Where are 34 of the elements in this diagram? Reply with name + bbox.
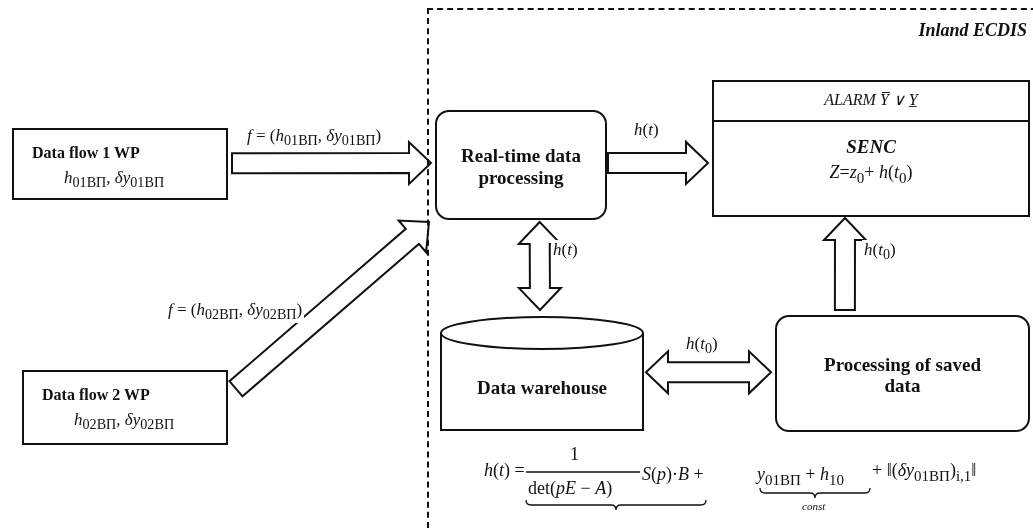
- edge-label: h(t): [632, 120, 661, 140]
- display-formula: Z=z$_{0}$+ h(t$_{0}$): [828, 162, 914, 187]
- underbrace-label: const: [802, 500, 826, 512]
- formula-denominator: det(pE − A): [528, 478, 613, 499]
- process-label: Real-time data processing: [460, 145, 582, 189]
- source-box: [22, 370, 228, 445]
- display-box: [712, 80, 1030, 217]
- block-arrow: [821, 216, 869, 311]
- display-title: SENC: [845, 136, 897, 158]
- alarm-label: ALARM Y̅ ∨ Y̲: [822, 91, 920, 110]
- edge-label: h(t): [551, 240, 580, 260]
- block-arrow: [228, 219, 431, 398]
- box-title: Data flow 1 WP: [32, 144, 140, 163]
- database-label: Data warehouse: [476, 377, 608, 399]
- process-box: [435, 110, 607, 220]
- formula-text: + ‖(δy$_{01ВП}$)$_{i,1}$‖: [872, 460, 977, 485]
- box-variables: h$_{02ВП}$, δy$_{02ВП}$: [74, 410, 175, 433]
- dashed-boundary: [427, 8, 1033, 528]
- database-cylinder: [439, 315, 645, 432]
- formula-numerator: 1: [570, 444, 579, 465]
- block-arrow: [231, 139, 433, 187]
- block-arrow: [607, 139, 710, 187]
- box-variables: h$_{01ВП}$, δy$_{01ВП}$: [64, 168, 165, 191]
- process-box: [775, 315, 1030, 432]
- process-label: Processing of saved data: [823, 353, 982, 398]
- source-box: [12, 128, 228, 200]
- boundary-title: Inland ECDIS: [918, 20, 1027, 41]
- formula-text: S(p)·B +: [642, 464, 704, 485]
- edge-label: f = (h$_{02ВП}$, δy$_{02ВП}$): [166, 300, 305, 324]
- box-title: Data flow 2 WP: [42, 386, 150, 405]
- block-arrow: [516, 220, 564, 312]
- block-arrow: [644, 349, 773, 396]
- formula-text: y$_{01ВП}$ + h$_{10}$: [757, 464, 844, 489]
- formula-text: h(t) =: [484, 460, 525, 481]
